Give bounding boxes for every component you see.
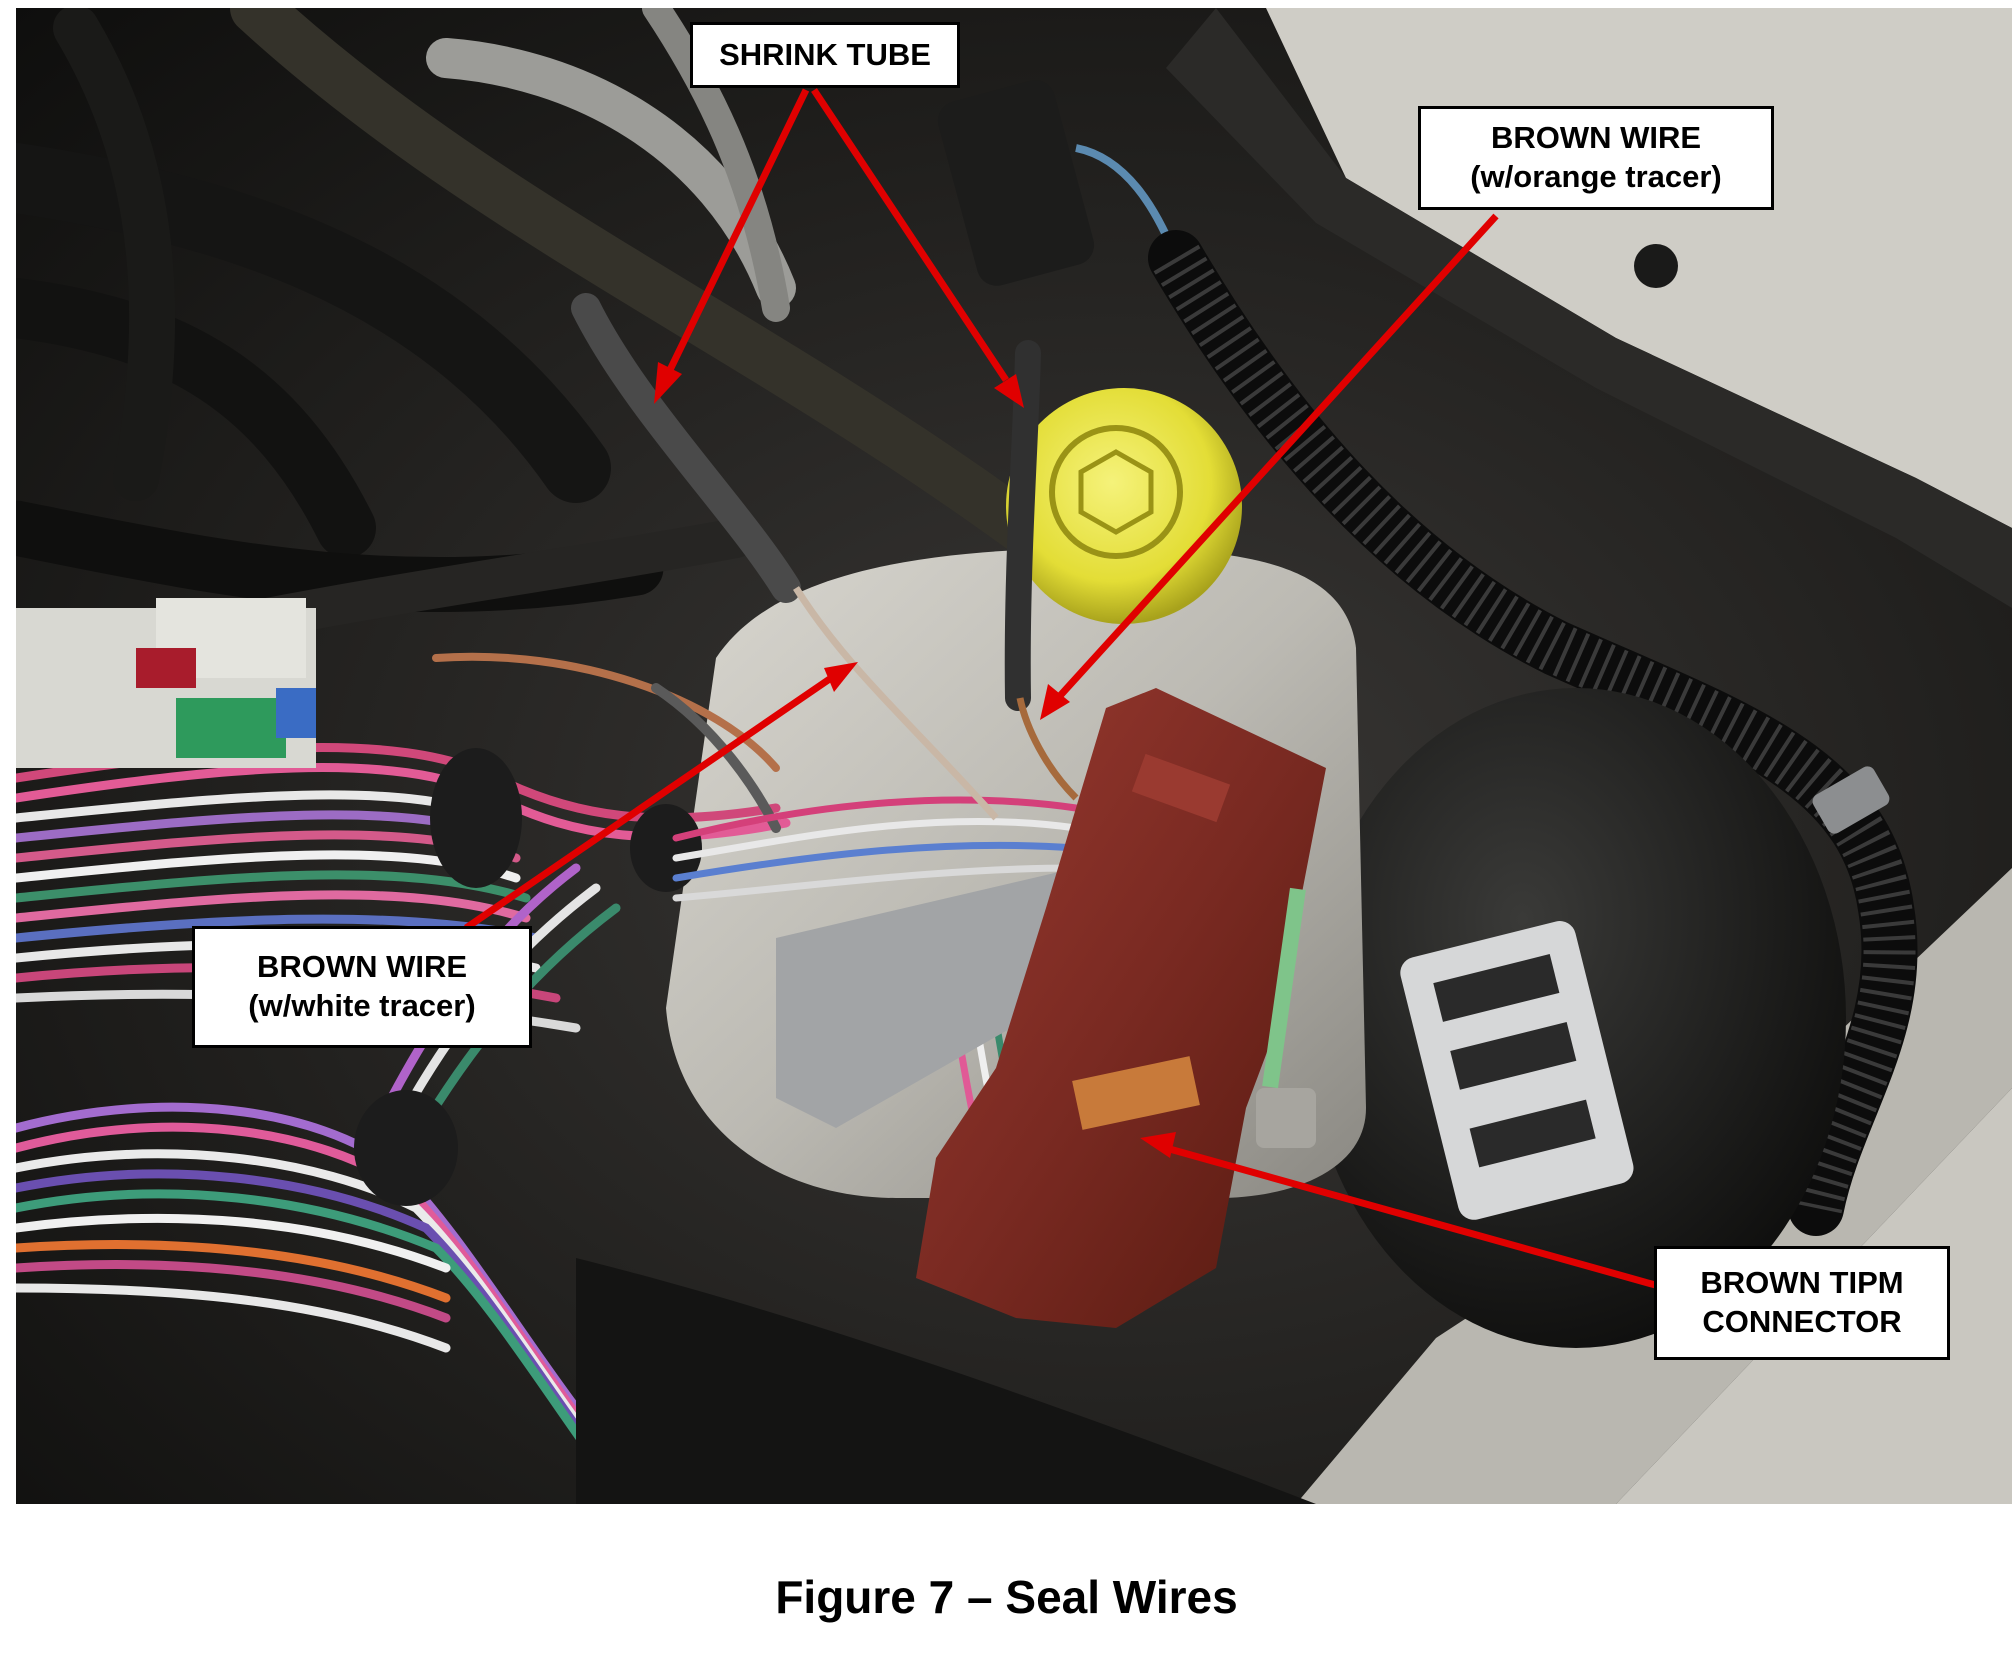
reservoir-cap [1006, 388, 1242, 624]
arrow-shrink-tube-right [811, 88, 1009, 382]
arrowhead [1140, 1132, 1176, 1158]
tipm-seal [1262, 887, 1306, 1089]
tipm-connector [916, 688, 1326, 1328]
lower-shadow [576, 1258, 1316, 1504]
callout-shrink-tube: SHRINK TUBE [690, 22, 960, 88]
engine-bay-photo [16, 8, 2012, 1504]
arrowhead [824, 662, 858, 692]
figure-caption: Figure 7 – Seal Wires [775, 1571, 1238, 1623]
callout-brown-tipm-connector: BROWN TIPM CONNECTOR [1654, 1246, 1950, 1360]
arrow-brown-wire-white [464, 673, 836, 931]
callout-text: (w/orange tracer) [1470, 159, 1722, 194]
sensor-connector [937, 80, 1095, 286]
arrow-brown-tipm [1165, 1144, 1667, 1292]
corrugated-loom [1148, 230, 1918, 1236]
brown-wire-orange-tracer [1016, 697, 1079, 801]
arrow-brown-wire-orange [1055, 213, 1499, 701]
callout-text: (w/white tracer) [248, 988, 476, 1023]
tipm-latch [1131, 753, 1231, 823]
arrowhead [1040, 684, 1070, 720]
callout-brown-wire-white-tracer: BROWN WIRE (w/white tracer) [192, 926, 532, 1048]
harness-tape [630, 804, 702, 892]
annotation-arrows [464, 88, 1667, 1292]
callout-text: BROWN TIPM [1700, 1265, 1904, 1301]
barcode [1469, 1099, 1596, 1168]
reservoir-cap-inner [1049, 425, 1183, 559]
fender-bolt [1634, 244, 1678, 288]
rubber-hose [230, 8, 1102, 594]
shrink-tube-right [1004, 340, 1041, 711]
silver-pipe [642, 8, 790, 322]
callout-brown-wire-orange-tracer: BROWN WIRE (w/orange tracer) [1418, 106, 1774, 210]
loom-clip [1812, 766, 1890, 834]
multi-connector [16, 598, 316, 768]
brown-wire-white-tracer [793, 586, 999, 821]
harness-tape [354, 1090, 458, 1206]
arrow-shrink-tube-left [664, 88, 810, 376]
tipm-latch [1072, 1056, 1200, 1130]
tipm-wires [432, 652, 1080, 1212]
shrink-tube-left [571, 293, 801, 603]
lower-panel-2 [1296, 868, 2012, 1504]
callout-text: BROWN WIRE [1490, 120, 1702, 156]
callout-text: BROWN WIRE [256, 949, 468, 985]
callout-text: SHRINK TUBE [719, 36, 931, 72]
black-hose [16, 143, 611, 503]
black-hose [53, 8, 176, 501]
callout-text: CONNECTOR [1702, 1304, 1902, 1339]
fender-edge [1166, 8, 2012, 608]
arrowhead [994, 374, 1024, 408]
reservoir-cap-hex [1078, 449, 1154, 535]
arrowhead [654, 362, 682, 404]
reservoir-stud [1256, 1088, 1316, 1148]
barcode [1450, 1021, 1577, 1090]
black-hose [16, 278, 376, 558]
harness-tape [430, 748, 522, 888]
barcode [1433, 954, 1560, 1022]
